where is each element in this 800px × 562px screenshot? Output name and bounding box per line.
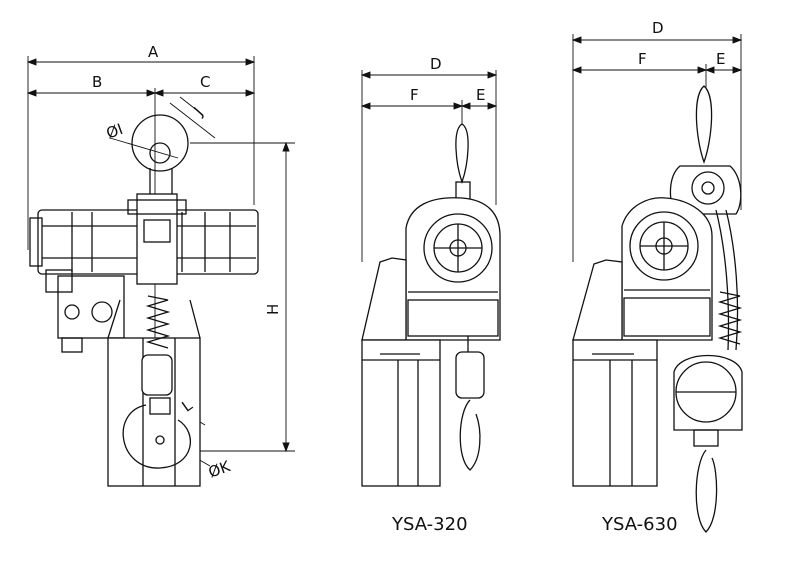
spring-and-bottom-hook (122, 295, 192, 469)
dimension-label-a: A (148, 43, 159, 61)
dimension-label-j: J (190, 104, 207, 120)
control-box (45, 269, 125, 353)
model-label-ysa-630: YSA-630 (601, 514, 678, 535)
dimension-label-f-ysa-630: F (638, 50, 647, 68)
dimension-label-b: B (92, 73, 102, 91)
chain-bag (107, 299, 201, 487)
model-label-ysa-320: YSA-320 (391, 514, 468, 535)
dimension-label-e-ysa-320: E (476, 86, 485, 104)
motor-housing (29, 193, 259, 285)
side-view-ysa-630 (571, 34, 743, 533)
dimension-label-phi-k: ØK (206, 457, 234, 482)
dimension-lines-ysa-630 (571, 34, 743, 262)
dimension-label-e-ysa-630: E (716, 50, 725, 68)
dimension-label-d-ysa-630: D (652, 19, 664, 37)
dimension-label-d-ysa-320: D (430, 55, 442, 73)
side-view-ysa-320 (360, 70, 501, 487)
dimension-lines-ysa-320 (360, 70, 498, 262)
top-hook (131, 114, 189, 196)
dimension-label-c: C (200, 73, 210, 91)
front-view-hoist: A B C J ØI H L ØK (26, 43, 295, 487)
dimension-label-h: H (264, 304, 282, 315)
dimension-label-phi-i: ØI (104, 120, 125, 142)
dimension-label-f-ysa-320: F (410, 86, 419, 104)
